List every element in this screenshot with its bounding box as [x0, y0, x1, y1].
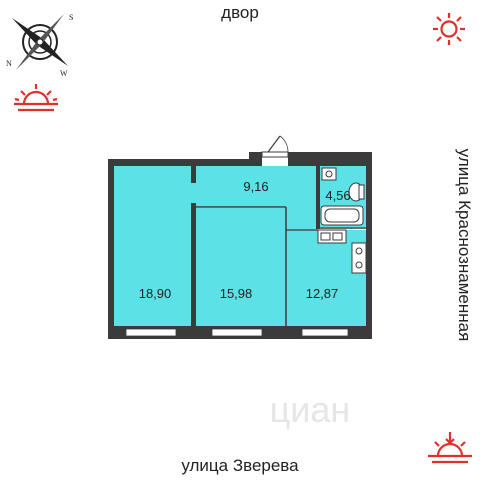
room-area-hallway: 9,16 — [243, 179, 268, 194]
wall-right — [366, 152, 372, 339]
compass-letter-south: S — [69, 13, 73, 22]
room-area-middle: 15,98 — [220, 286, 253, 301]
compass-letter-west: W — [60, 69, 68, 78]
sink-icon — [321, 167, 337, 181]
street-label-bottom: улица Зверева — [181, 456, 299, 475]
street-label-top: двор — [221, 3, 259, 22]
room-area-kitchen: 12,87 — [306, 286, 339, 301]
watermark-text: циан — [270, 389, 351, 430]
sunset-icon — [428, 432, 472, 464]
floor-plan: 18,90 15,98 12,87 9,16 4,56 — [108, 135, 372, 339]
bathtub-icon — [320, 205, 364, 226]
compass-rose-icon — [12, 14, 68, 70]
room-area-left: 18,90 — [139, 286, 172, 301]
hallway-fill — [191, 166, 316, 207]
toilet-icon — [348, 182, 365, 202]
windows — [125, 328, 349, 337]
room-middle-fill — [196, 208, 286, 326]
sunrise-icon — [14, 84, 58, 112]
stove-icon — [351, 242, 367, 274]
wall-top-right — [288, 152, 372, 166]
kitchen-sink-icon — [317, 229, 347, 244]
compass-letter-north: N — [6, 59, 12, 68]
wall-left — [108, 159, 114, 339]
hall-extension-fill — [286, 207, 318, 231]
wall-top-notch — [249, 152, 262, 166]
room-area-bathroom: 4,56 — [325, 188, 350, 203]
balcony-door — [261, 151, 289, 158]
wall-top-left — [108, 159, 249, 166]
room-left-fill — [114, 166, 191, 326]
sun-icon — [433, 13, 465, 45]
